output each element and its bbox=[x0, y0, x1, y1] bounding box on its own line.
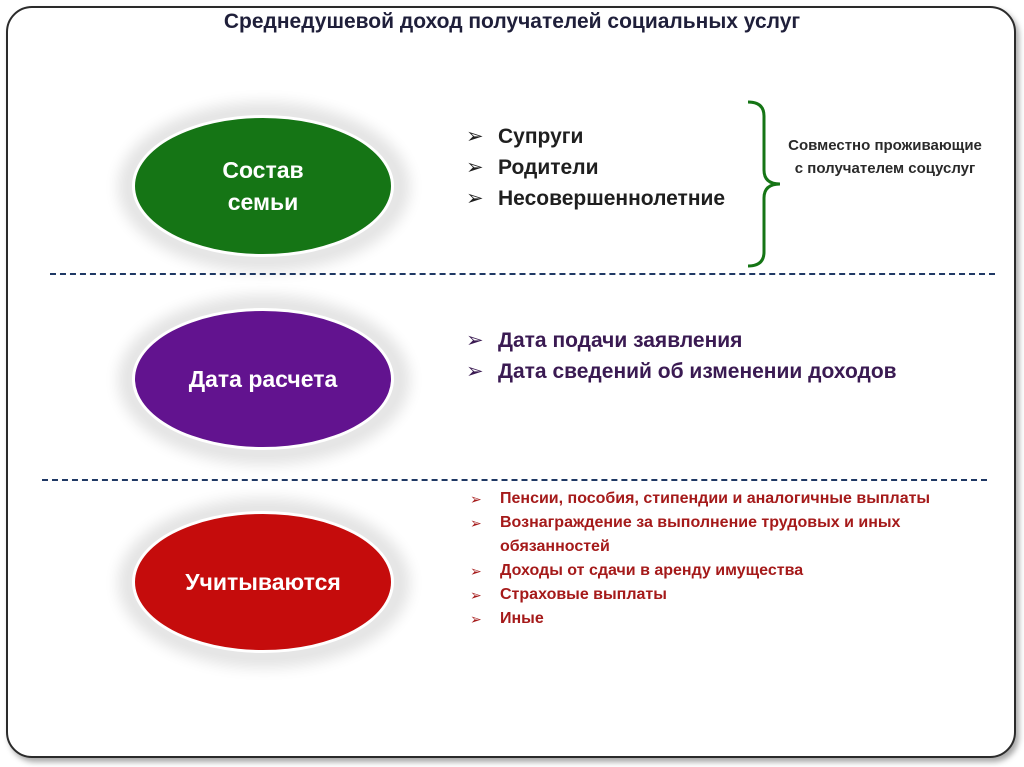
checkmark-arrow-icon: ➢ bbox=[470, 611, 482, 627]
list-item: ➢Доходы от сдачи в аренду имущества bbox=[470, 559, 990, 583]
list-item: ➢Иные bbox=[470, 607, 990, 631]
dashed-divider bbox=[42, 479, 987, 481]
checkmark-arrow-icon: ➢ bbox=[470, 563, 482, 579]
bracket-note: Совместно проживающие с получателем соцу… bbox=[788, 137, 982, 177]
checkmark-arrow-icon: ➢ bbox=[466, 156, 484, 179]
slide-title: Среднедушевой доход получателей социальн… bbox=[223, 10, 801, 33]
checkmark-arrow-icon: ➢ bbox=[470, 587, 482, 603]
list-item: ➢Вознаграждение за выполнение трудовых и… bbox=[470, 511, 990, 559]
list-item: ➢Дата сведений об изменении доходов bbox=[466, 356, 897, 387]
oval-counted-income: Учитываются bbox=[132, 511, 394, 653]
list-item: ➢Пенсии, пособия, стипендии и аналогичны… bbox=[470, 487, 990, 511]
oval-label-line: семьи bbox=[227, 189, 299, 215]
oval-label-line: Состав bbox=[222, 157, 304, 183]
checkmark-arrow-icon: ➢ bbox=[466, 360, 484, 383]
oval-label-line: Дата расчета bbox=[188, 366, 338, 392]
dashed-divider bbox=[50, 273, 995, 275]
list-item: ➢Супруги bbox=[466, 121, 725, 152]
list-item: ➢Страховые выплаты bbox=[470, 583, 990, 607]
list-item: ➢Родители bbox=[466, 152, 725, 183]
curly-bracket bbox=[747, 100, 781, 268]
checkmark-arrow-icon: ➢ bbox=[466, 187, 484, 210]
counted-income-list: ➢Пенсии, пособия, стипендии и аналогичны… bbox=[470, 487, 990, 631]
oval-label-line: Учитываются bbox=[185, 569, 341, 595]
calculation-date-list: ➢Дата подачи заявления ➢Дата сведений об… bbox=[466, 325, 897, 387]
list-item: ➢Дата подачи заявления bbox=[466, 325, 897, 356]
checkmark-arrow-icon: ➢ bbox=[466, 125, 484, 148]
checkmark-arrow-icon: ➢ bbox=[470, 515, 482, 531]
family-members-list: ➢Супруги ➢Родители ➢Несовершеннолетние bbox=[466, 121, 725, 214]
oval-family-composition: Состав семьи bbox=[132, 115, 394, 257]
checkmark-arrow-icon: ➢ bbox=[466, 329, 484, 352]
checkmark-arrow-icon: ➢ bbox=[470, 491, 482, 507]
list-item: ➢Несовершеннолетние bbox=[466, 183, 725, 214]
oval-calculation-date: Дата расчета bbox=[132, 308, 394, 450]
